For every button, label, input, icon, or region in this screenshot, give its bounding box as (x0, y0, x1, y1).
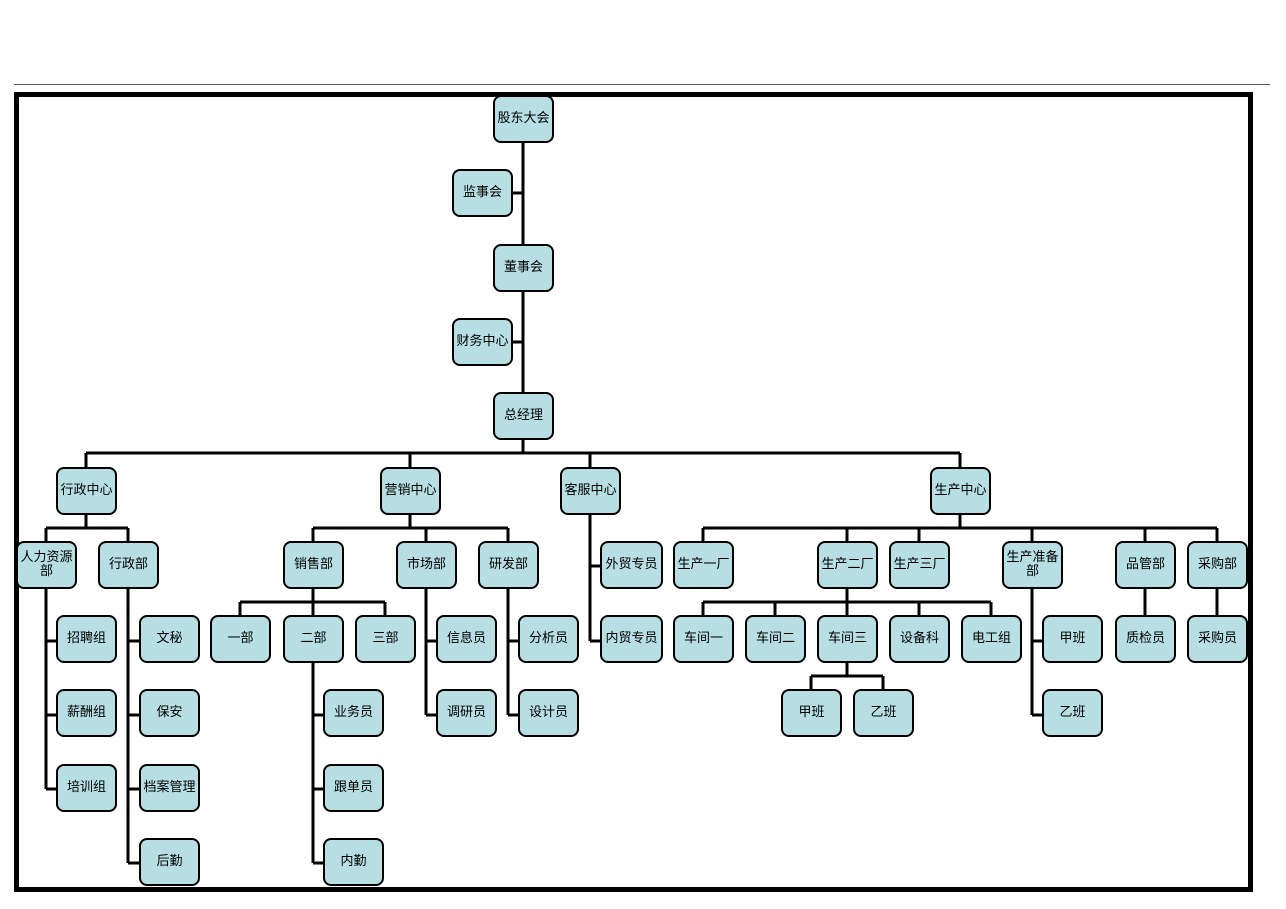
node-analyst: 分析员 (518, 615, 579, 663)
node-quality-inspector: 质检员 (1115, 615, 1176, 663)
page-frame (14, 92, 1253, 892)
node-sales-division-3: 三部 (355, 615, 416, 663)
node-sales-division-2: 二部 (283, 615, 344, 663)
node-admin-center: 行政中心 (56, 467, 117, 515)
node-rd-department: 研发部 (478, 541, 539, 589)
node-supervisory-board: 监事会 (452, 169, 513, 217)
node-board-of-directors: 董事会 (493, 244, 554, 292)
node-information-officer: 信息员 (436, 615, 497, 663)
node-sales-division-1: 一部 (210, 615, 271, 663)
node-recruiting-group: 招聘组 (56, 615, 117, 663)
node-payroll-group: 薪酬组 (56, 689, 117, 737)
node-domestic-trade-specialist: 内贸专员 (600, 615, 663, 663)
node-secretary: 文秘 (139, 615, 200, 663)
node-security: 保安 (139, 689, 200, 737)
node-quality-department: 品管部 (1115, 541, 1176, 589)
node-purchasing-department: 采购部 (1187, 541, 1248, 589)
node-workshop-1: 车间一 (673, 615, 734, 663)
node-general-manager: 总经理 (493, 392, 554, 440)
node-records-management: 档案管理 (139, 764, 200, 812)
node-equipment-section: 设备科 (889, 615, 950, 663)
node-hr-department: 人力资源部 (16, 541, 77, 589)
node-factory-3: 生产三厂 (889, 541, 950, 589)
node-training-group: 培训组 (56, 764, 117, 812)
node-market-department: 市场部 (396, 541, 457, 589)
node-logistics: 后勤 (139, 838, 200, 886)
node-factory-1: 生产一厂 (673, 541, 734, 589)
node-workshop-3: 车间三 (817, 615, 878, 663)
node-office-staff: 内勤 (323, 838, 384, 886)
node-prep-shift-b: 乙班 (1042, 689, 1103, 737)
node-sales-department: 销售部 (283, 541, 344, 589)
node-designer: 设计员 (518, 689, 579, 737)
node-prep-shift-a: 甲班 (1042, 615, 1103, 663)
node-factory-2: 生产二厂 (817, 541, 878, 589)
node-electrician-group: 电工组 (961, 615, 1022, 663)
node-salesperson: 业务员 (323, 689, 384, 737)
node-production-prep-department: 生产准备部 (1002, 541, 1063, 589)
header-rule (14, 84, 1270, 85)
node-finance-center: 财务中心 (452, 318, 513, 366)
node-purchaser: 采购员 (1187, 615, 1248, 663)
node-admin-department: 行政部 (98, 541, 159, 589)
node-production-center: 生产中心 (930, 467, 991, 515)
node-research-officer: 调研员 (436, 689, 497, 737)
node-foreign-trade-specialist: 外贸专员 (600, 541, 663, 589)
node-workshop-3-shift-a: 甲班 (781, 689, 842, 737)
node-workshop-2: 车间二 (745, 615, 806, 663)
node-order-follower: 跟单员 (323, 764, 384, 812)
node-shareholders-meeting: 股东大会 (493, 95, 554, 143)
node-marketing-center: 营销中心 (380, 467, 441, 515)
node-workshop-3-shift-b: 乙班 (853, 689, 914, 737)
node-customer-service-center: 客服中心 (560, 467, 621, 515)
